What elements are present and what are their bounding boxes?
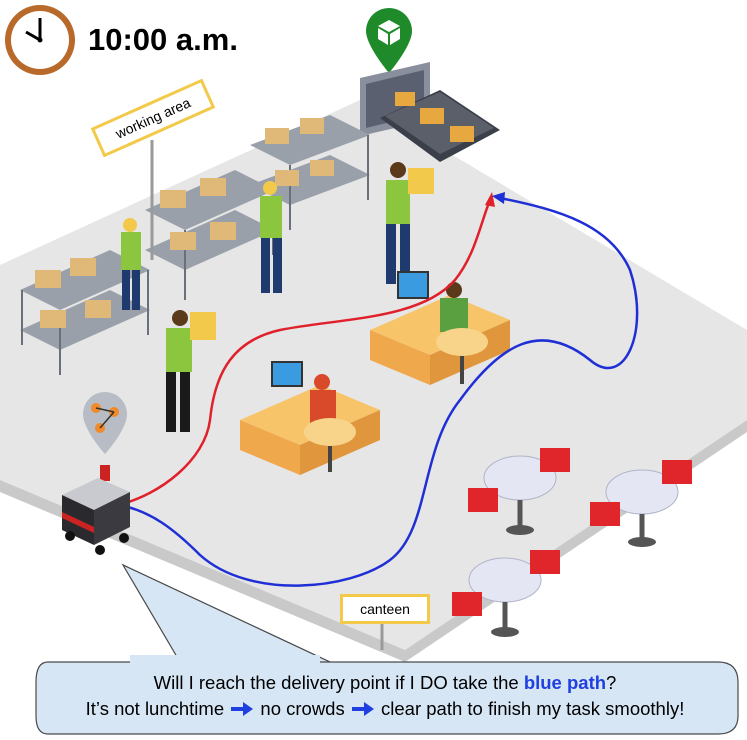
worker	[386, 162, 434, 284]
bubble-line2-part3: clear path to finish my task smoothly!	[381, 698, 685, 719]
clock-icon	[5, 5, 75, 75]
bubble-line1-suffix: ?	[606, 672, 617, 693]
bubble-line1-prefix: Will I reach the delivery point if I DO …	[153, 672, 524, 693]
shelf-unit	[20, 250, 150, 375]
table	[590, 460, 692, 547]
canteen-sign: canteen	[340, 594, 430, 624]
table	[452, 550, 560, 637]
network-pin-icon	[83, 392, 127, 454]
bubble-text: Will I reach the delivery point if I DO …	[40, 670, 730, 722]
blue-path-arrowhead	[492, 192, 505, 204]
workers	[121, 162, 434, 432]
floor	[0, 100, 747, 650]
canteen-tables	[452, 448, 692, 637]
worker	[121, 218, 141, 310]
desks	[240, 271, 510, 475]
blue-path-highlight: blue path	[523, 672, 607, 693]
conveyor	[360, 62, 500, 162]
right-arrow-icon	[231, 702, 254, 716]
desk	[240, 361, 380, 475]
shelf-unit	[250, 115, 370, 230]
box-location-pin-icon	[366, 8, 412, 73]
delivery-robot	[62, 465, 130, 555]
bubble-line-1: Will I reach the delivery point if I DO …	[40, 670, 730, 696]
shelf-unit	[145, 170, 275, 300]
desk	[370, 271, 510, 385]
blue-path	[117, 196, 639, 587]
red-path-arrowhead	[485, 192, 495, 207]
red-path	[117, 199, 492, 507]
time-label: 10:00 a.m.	[88, 22, 238, 57]
worker	[166, 310, 216, 432]
shelves	[20, 115, 370, 375]
table	[468, 448, 570, 535]
bubble-line-2: It’s not lunchtime no crowds clear path …	[40, 696, 730, 722]
worker	[260, 181, 282, 293]
bubble-line2-part1: It’s not lunchtime	[85, 698, 225, 719]
bubble-line2-part2: no crowds	[260, 698, 345, 719]
right-arrow-icon	[351, 702, 374, 716]
